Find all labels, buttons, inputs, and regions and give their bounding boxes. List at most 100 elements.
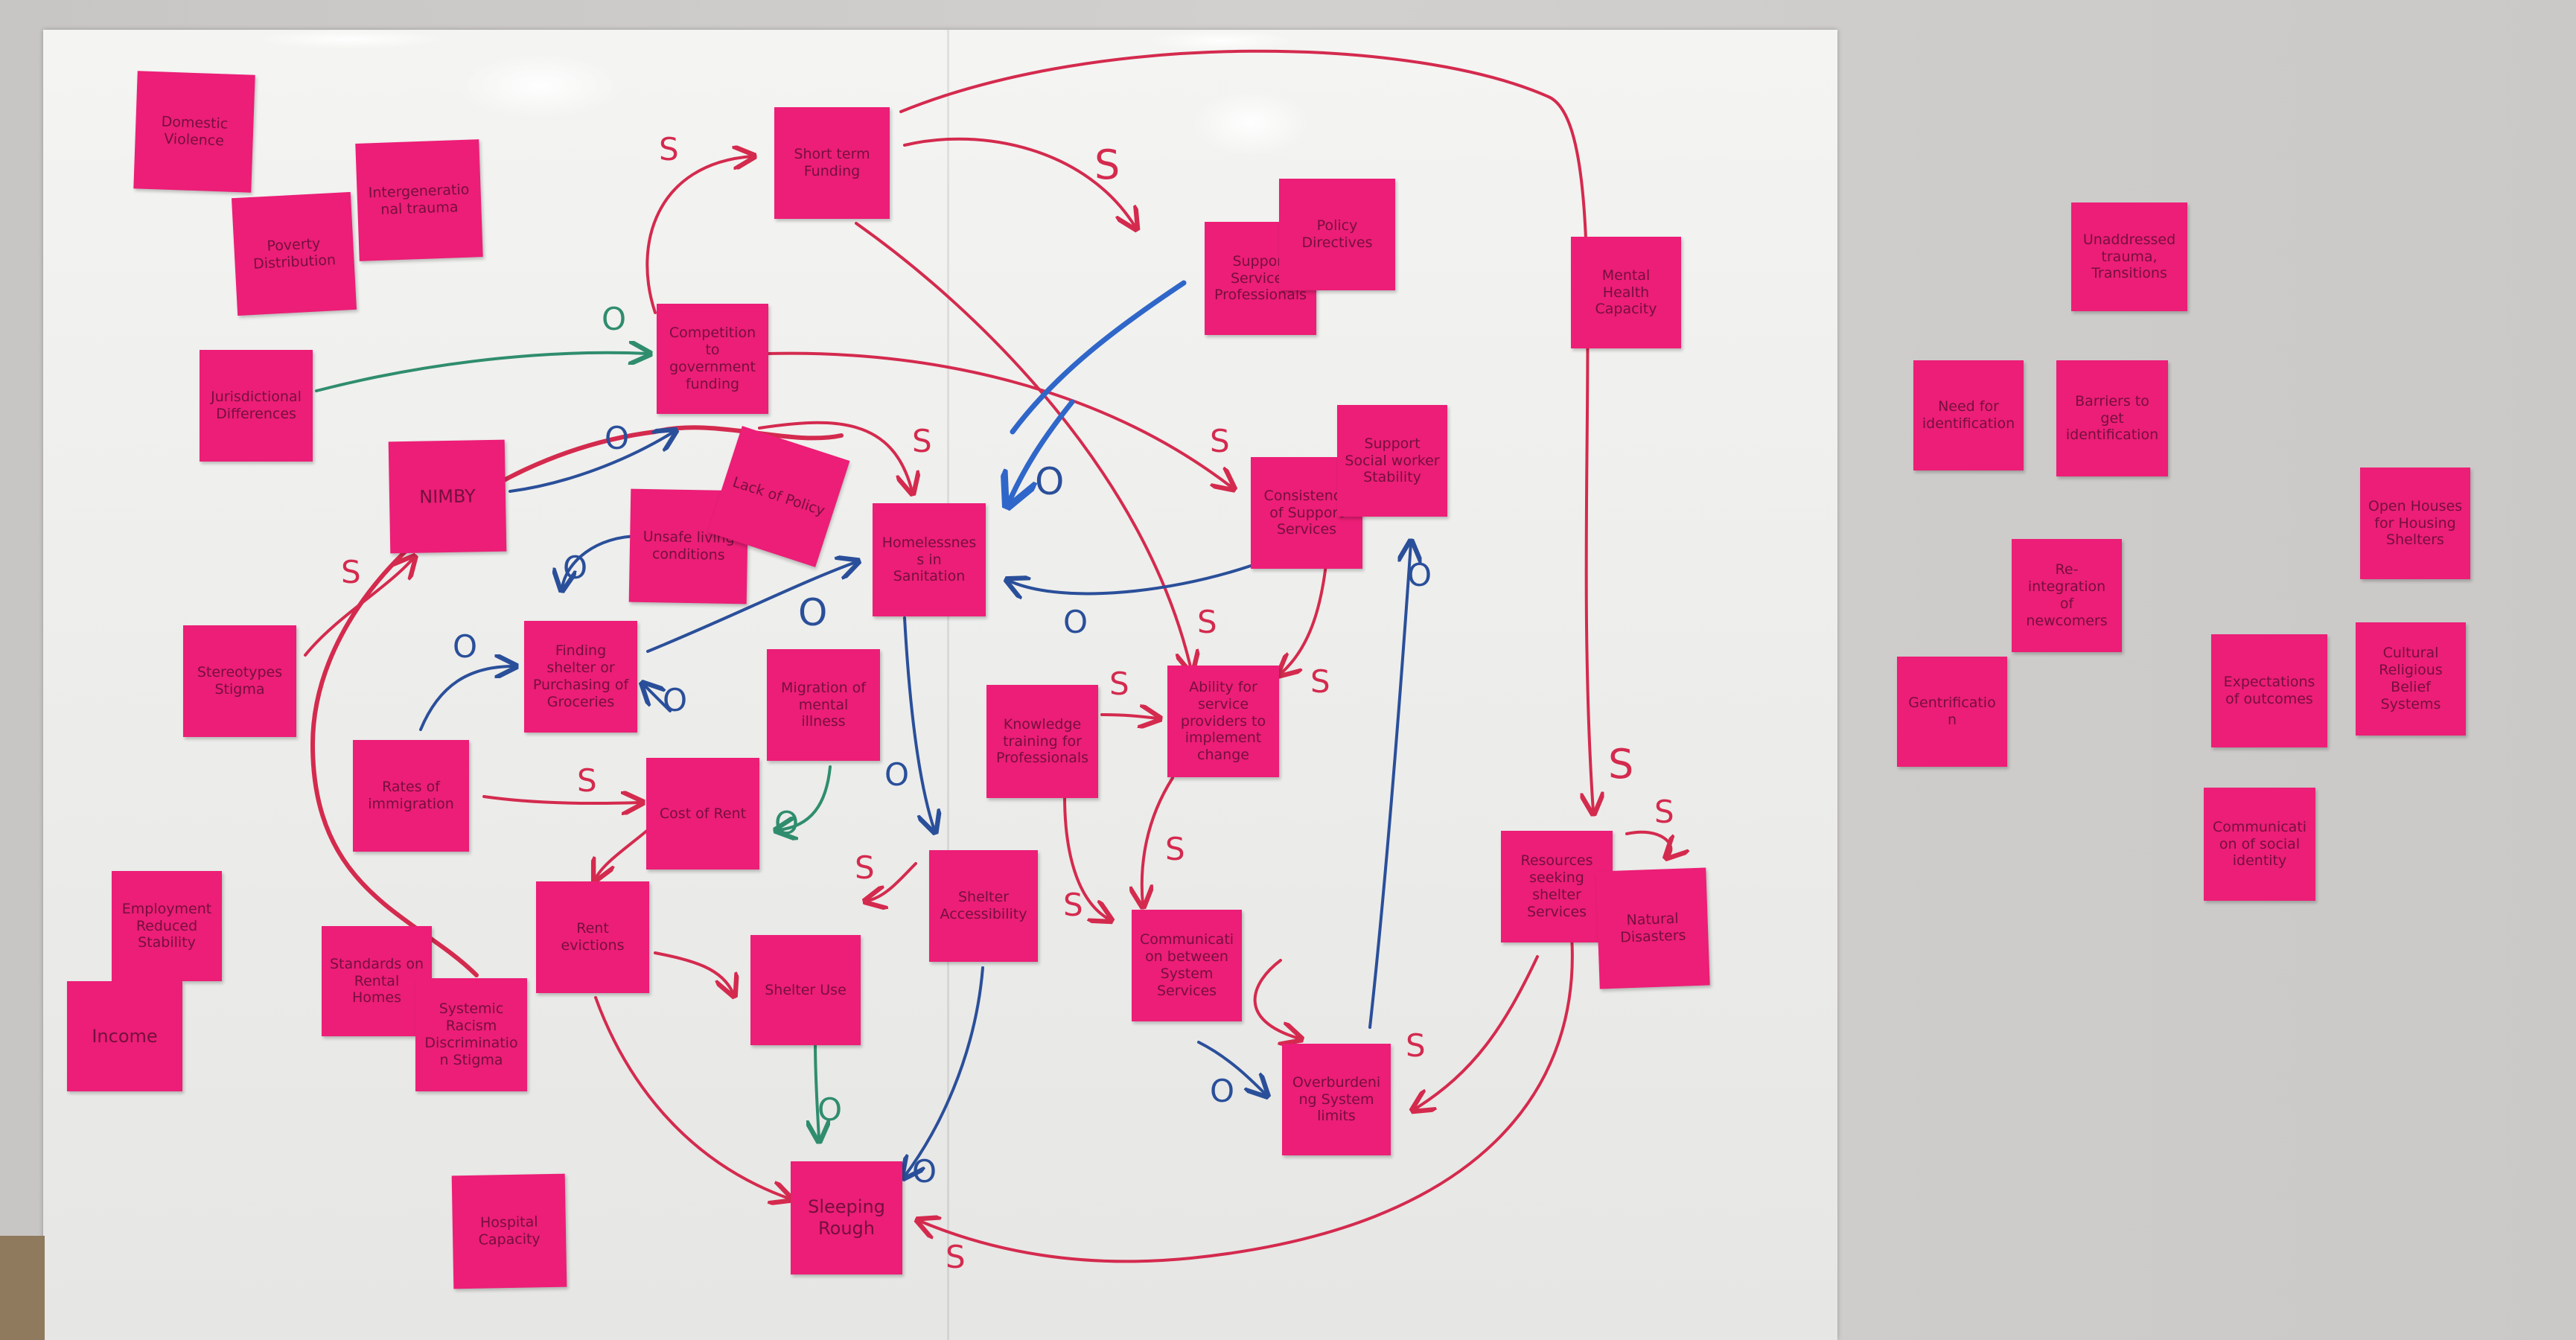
note-text: Need for identification	[1922, 398, 2015, 432]
note-text: Stereotypes Stigma	[197, 664, 283, 698]
note-text: Ability for service providers to impleme…	[1180, 679, 1266, 764]
sticky-note-stereotypes-stigma[interactable]: Stereotypes Stigma	[183, 625, 296, 737]
polarity-label-o: O	[453, 628, 478, 665]
note-text: Finding shelter or Purchasing of Groceri…	[532, 642, 629, 710]
sticky-note-shelter-use[interactable]: Shelter Use	[750, 935, 861, 1045]
polarity-label-s: S	[1310, 663, 1330, 700]
sticky-note-intergenerational-trauma[interactable]: Intergenerational trauma	[355, 139, 483, 261]
sticky-note-overburdening-system[interactable]: Overburdening System limits	[1282, 1044, 1391, 1155]
sticky-note-poverty-distribution[interactable]: Poverty Distribution	[231, 191, 357, 316]
light-glare	[253, 30, 447, 49]
note-text: Poverty Distribution	[252, 235, 337, 272]
sticky-note-jurisdictional-differences[interactable]: Jurisdictional Differences	[200, 350, 313, 462]
note-text: Hospital Capacity	[478, 1213, 541, 1248]
sticky-note-communication-social-identity[interactable]: Communication of social identity	[2204, 788, 2315, 901]
link-arrow	[1009, 399, 1075, 502]
sticky-note-knowledge-training[interactable]: Knowledge training for Professionals	[986, 685, 1098, 798]
link-arrow	[758, 421, 912, 491]
sticky-note-domestic-violence[interactable]: Domestic Violence	[133, 71, 255, 193]
sticky-note-need-identification[interactable]: Need for identification	[1913, 360, 2024, 470]
note-text: Shelter Accessibility	[940, 889, 1027, 922]
sticky-note-rates-of-immigration[interactable]: Rates of immigration	[353, 740, 469, 852]
sticky-note-communication-system-services[interactable]: Communication between System Services	[1132, 910, 1242, 1021]
link-arrow	[867, 862, 917, 901]
note-text: Income	[92, 1025, 158, 1047]
sticky-note-migration-mental-illness[interactable]: Migration of mental illness	[767, 649, 880, 761]
sticky-note-expectations-outcomes[interactable]: Expectations of outcomes	[2211, 634, 2327, 747]
light-glare	[454, 52, 625, 119]
sticky-note-competition-government-funding[interactable]: Competition to government funding	[657, 304, 768, 414]
polarity-label-s: S	[1608, 741, 1634, 788]
sticky-note-natural-disasters[interactable]: Natural Disasters	[1595, 867, 1710, 989]
polarity-label-s: S	[912, 423, 932, 459]
sticky-note-sleeping-rough[interactable]: Sleeping Rough	[791, 1161, 902, 1274]
sticky-note-cost-of-rent[interactable]: Cost of Rent	[646, 758, 759, 870]
link-arrow	[1142, 776, 1174, 904]
sticky-note-gentrification[interactable]: Gentrification	[1897, 657, 2007, 767]
polarity-label-o: O	[1035, 460, 1065, 503]
sticky-note-systemic-discrimination[interactable]: Systemic Racism Discrimination Stigma	[415, 978, 527, 1091]
sticky-note-cultural-religious-belief[interactable]: Cultural Religious Belief Systems	[2356, 622, 2466, 736]
sticky-note-hospital-capacity[interactable]: Hospital Capacity	[451, 1173, 567, 1289]
sticky-note-open-houses-shelters[interactable]: Open Houses for Housing Shelters	[2360, 468, 2470, 579]
sticky-note-ability-services-change[interactable]: Ability for service providers to impleme…	[1167, 666, 1279, 777]
note-text: Standards on Rental Homes	[329, 955, 424, 1006]
polarity-label-s: S	[946, 1239, 966, 1275]
sticky-note-mental-health-capacity[interactable]: Mental Health Capacity	[1571, 237, 1681, 348]
polarity-label-s: S	[1406, 1027, 1426, 1064]
sticky-note-support-social-worker[interactable]: Support Social worker Stability	[1337, 405, 1447, 517]
note-text: Natural Disasters	[1619, 910, 1686, 946]
polarity-label-o: O	[605, 420, 630, 456]
sticky-note-re-integration-newcomers[interactable]: Re-integration of newcomers	[2012, 539, 2122, 652]
sticky-note-finding-shelter[interactable]: Finding shelter or Purchasing of Groceri…	[524, 621, 637, 733]
polarity-label-s: S	[1197, 604, 1217, 640]
link-arrow	[482, 797, 640, 803]
link-arrow	[645, 156, 752, 314]
polarity-label-s: S	[1094, 141, 1120, 188]
sticky-note-short-term-funding[interactable]: Short term Funding	[774, 107, 890, 219]
sticky-note-policy-directives[interactable]: Policy Directives	[1279, 179, 1395, 290]
polarity-label-o: O	[1210, 1073, 1235, 1109]
sticky-note-shelter-accessibility[interactable]: Shelter Accessibility	[929, 850, 1038, 962]
sticky-note-resources-seeking-shelter[interactable]: Resources seeking shelter Services	[1501, 831, 1613, 942]
polarity-label-o: O	[602, 301, 627, 337]
link-arrow	[644, 685, 672, 712]
note-text: Barriers to get identification	[2065, 392, 2159, 444]
sticky-note-barriers-identification[interactable]: Barriers to get identification	[2056, 360, 2168, 476]
note-text: Sleeping Rough	[808, 1196, 885, 1239]
link-arrow	[815, 1041, 819, 1139]
polarity-label-s: S	[1165, 831, 1185, 867]
link-arrow	[419, 666, 514, 731]
sticky-note-standards-rental-homes[interactable]: Standards on Rental Homes	[322, 926, 432, 1036]
note-text: Expectations of outcomes	[2223, 674, 2315, 707]
polarity-label-s: S	[341, 554, 361, 590]
sticky-note-rent-evictions[interactable]: Rent evictions	[536, 881, 649, 993]
sticky-note-employment-stability[interactable]: Employment Reduced Stability	[112, 871, 222, 981]
note-text: Resources seeking shelter Services	[1520, 852, 1593, 920]
note-text: Support Social worker Stability	[1345, 435, 1440, 486]
polarity-label-o: O	[774, 805, 800, 841]
note-text: Shelter Use	[765, 981, 847, 998]
note-text: Jurisdictional Differences	[211, 389, 302, 422]
link-arrow	[310, 425, 844, 977]
link-arrow	[778, 765, 832, 830]
link-arrow	[905, 966, 984, 1176]
polarity-label-s: S	[1063, 887, 1083, 923]
sticky-note-nimby[interactable]: NIMBY	[388, 439, 507, 554]
polarity-label-s: S	[1109, 666, 1129, 702]
light-glare	[1147, 30, 1295, 52]
note-text: Cost of Rent	[659, 805, 747, 822]
link-arrow	[1010, 280, 1187, 435]
sticky-note-unaddressed-trauma[interactable]: Unaddressed trauma, Transitions	[2071, 202, 2187, 311]
polarity-label-o: O	[663, 682, 688, 718]
polarity-label-s: S	[577, 762, 597, 799]
sticky-note-homelessness-in-sanitation[interactable]: Homelessness in Sanitation	[873, 503, 986, 616]
polarity-label-s: S	[659, 131, 679, 168]
link-arrow	[903, 137, 1135, 227]
link-arrow	[1368, 543, 1411, 1029]
note-text: Re-integration of newcomers	[2026, 561, 2108, 629]
note-text: Knowledge training for Professionals	[995, 715, 1089, 767]
sticky-note-income[interactable]: Income	[67, 981, 182, 1091]
